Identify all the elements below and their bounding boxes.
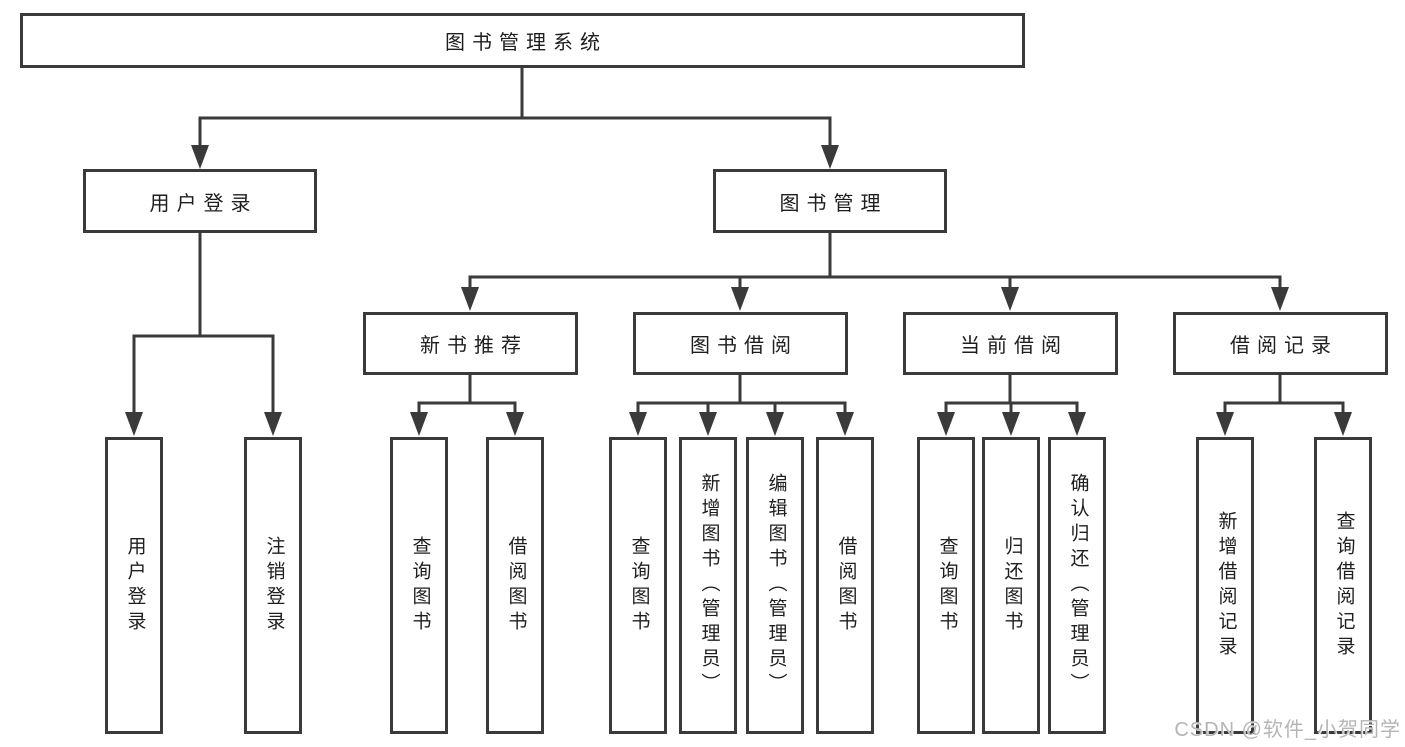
node-book-management: 图书管理 (713, 169, 947, 233)
leaf-edit-books-admin-label: 编辑图书（管理员） (765, 473, 787, 698)
leaf-confirm-return-admin-label: 确认归还（管理员） (1067, 473, 1089, 698)
node-root: 图书管理系统 (20, 13, 1025, 68)
leaf-query-books-borrow: 查询图书 (609, 437, 667, 734)
node-root-label: 图书管理系统 (445, 32, 607, 54)
connector-current-borrow-children (937, 375, 1086, 436)
leaf-return-books: 归还图书 (982, 437, 1040, 734)
leaf-query-books-current: 查询图书 (917, 437, 975, 734)
node-book-borrow: 图书借阅 (633, 312, 848, 375)
leaf-borrow-books-recommend-label: 借阅图书 (505, 535, 527, 636)
leaf-logout-label: 注销登录 (263, 535, 285, 636)
connector-new-book-rec-children (410, 375, 524, 436)
node-book-borrow-label: 图书借阅 (690, 335, 798, 357)
leaf-add-books-admin-label: 新增图书（管理员） (698, 473, 720, 698)
node-current-borrow: 当前借阅 (903, 312, 1118, 375)
leaf-borrow-books: 借阅图书 (816, 437, 874, 734)
leaf-borrow-books-label: 借阅图书 (835, 535, 857, 636)
connector-user-login-children (125, 233, 282, 436)
leaf-user-login: 用户登录 (105, 437, 163, 734)
node-user-login: 用户登录 (83, 169, 317, 233)
leaf-add-borrow-record-label: 新增借阅记录 (1215, 510, 1237, 661)
leaf-logout: 注销登录 (244, 437, 302, 734)
leaf-query-books-current-label: 查询图书 (936, 535, 958, 636)
connector-root-to-level2 (191, 68, 839, 169)
leaf-query-borrow-record: 查询借阅记录 (1314, 437, 1372, 734)
leaf-add-books-admin: 新增图书（管理员） (679, 437, 737, 734)
leaf-add-borrow-record: 新增借阅记录 (1196, 437, 1254, 734)
leaf-query-borrow-record-label: 查询借阅记录 (1333, 510, 1355, 661)
node-new-book-recommend-label: 新书推荐 (420, 335, 528, 357)
leaf-confirm-return-admin: 确认归还（管理员） (1048, 437, 1106, 734)
leaf-borrow-books-recommend: 借阅图书 (486, 437, 544, 734)
node-book-management-label: 图书管理 (779, 192, 888, 215)
node-user-login-label: 用户登录 (149, 192, 258, 215)
node-new-book-recommend: 新书推荐 (363, 312, 578, 375)
connector-book-borrow-children (629, 375, 854, 436)
connector-book-mgmt-to-level3 (461, 233, 1289, 311)
leaf-edit-books-admin: 编辑图书（管理员） (746, 437, 804, 734)
leaf-return-books-label: 归还图书 (1001, 535, 1023, 636)
leaf-query-books-recommend: 查询图书 (390, 437, 448, 734)
connector-borrow-records-children (1216, 375, 1352, 436)
node-borrow-records: 借阅记录 (1173, 312, 1388, 375)
csdn-watermark: CSDN @软件_小贺同学 (1174, 719, 1401, 741)
leaf-query-books-recommend-label: 查询图书 (409, 535, 431, 636)
node-current-borrow-label: 当前借阅 (960, 335, 1068, 357)
leaf-query-books-borrow-label: 查询图书 (628, 535, 650, 636)
node-borrow-records-label: 借阅记录 (1230, 335, 1338, 357)
leaf-user-login-label: 用户登录 (124, 535, 146, 636)
